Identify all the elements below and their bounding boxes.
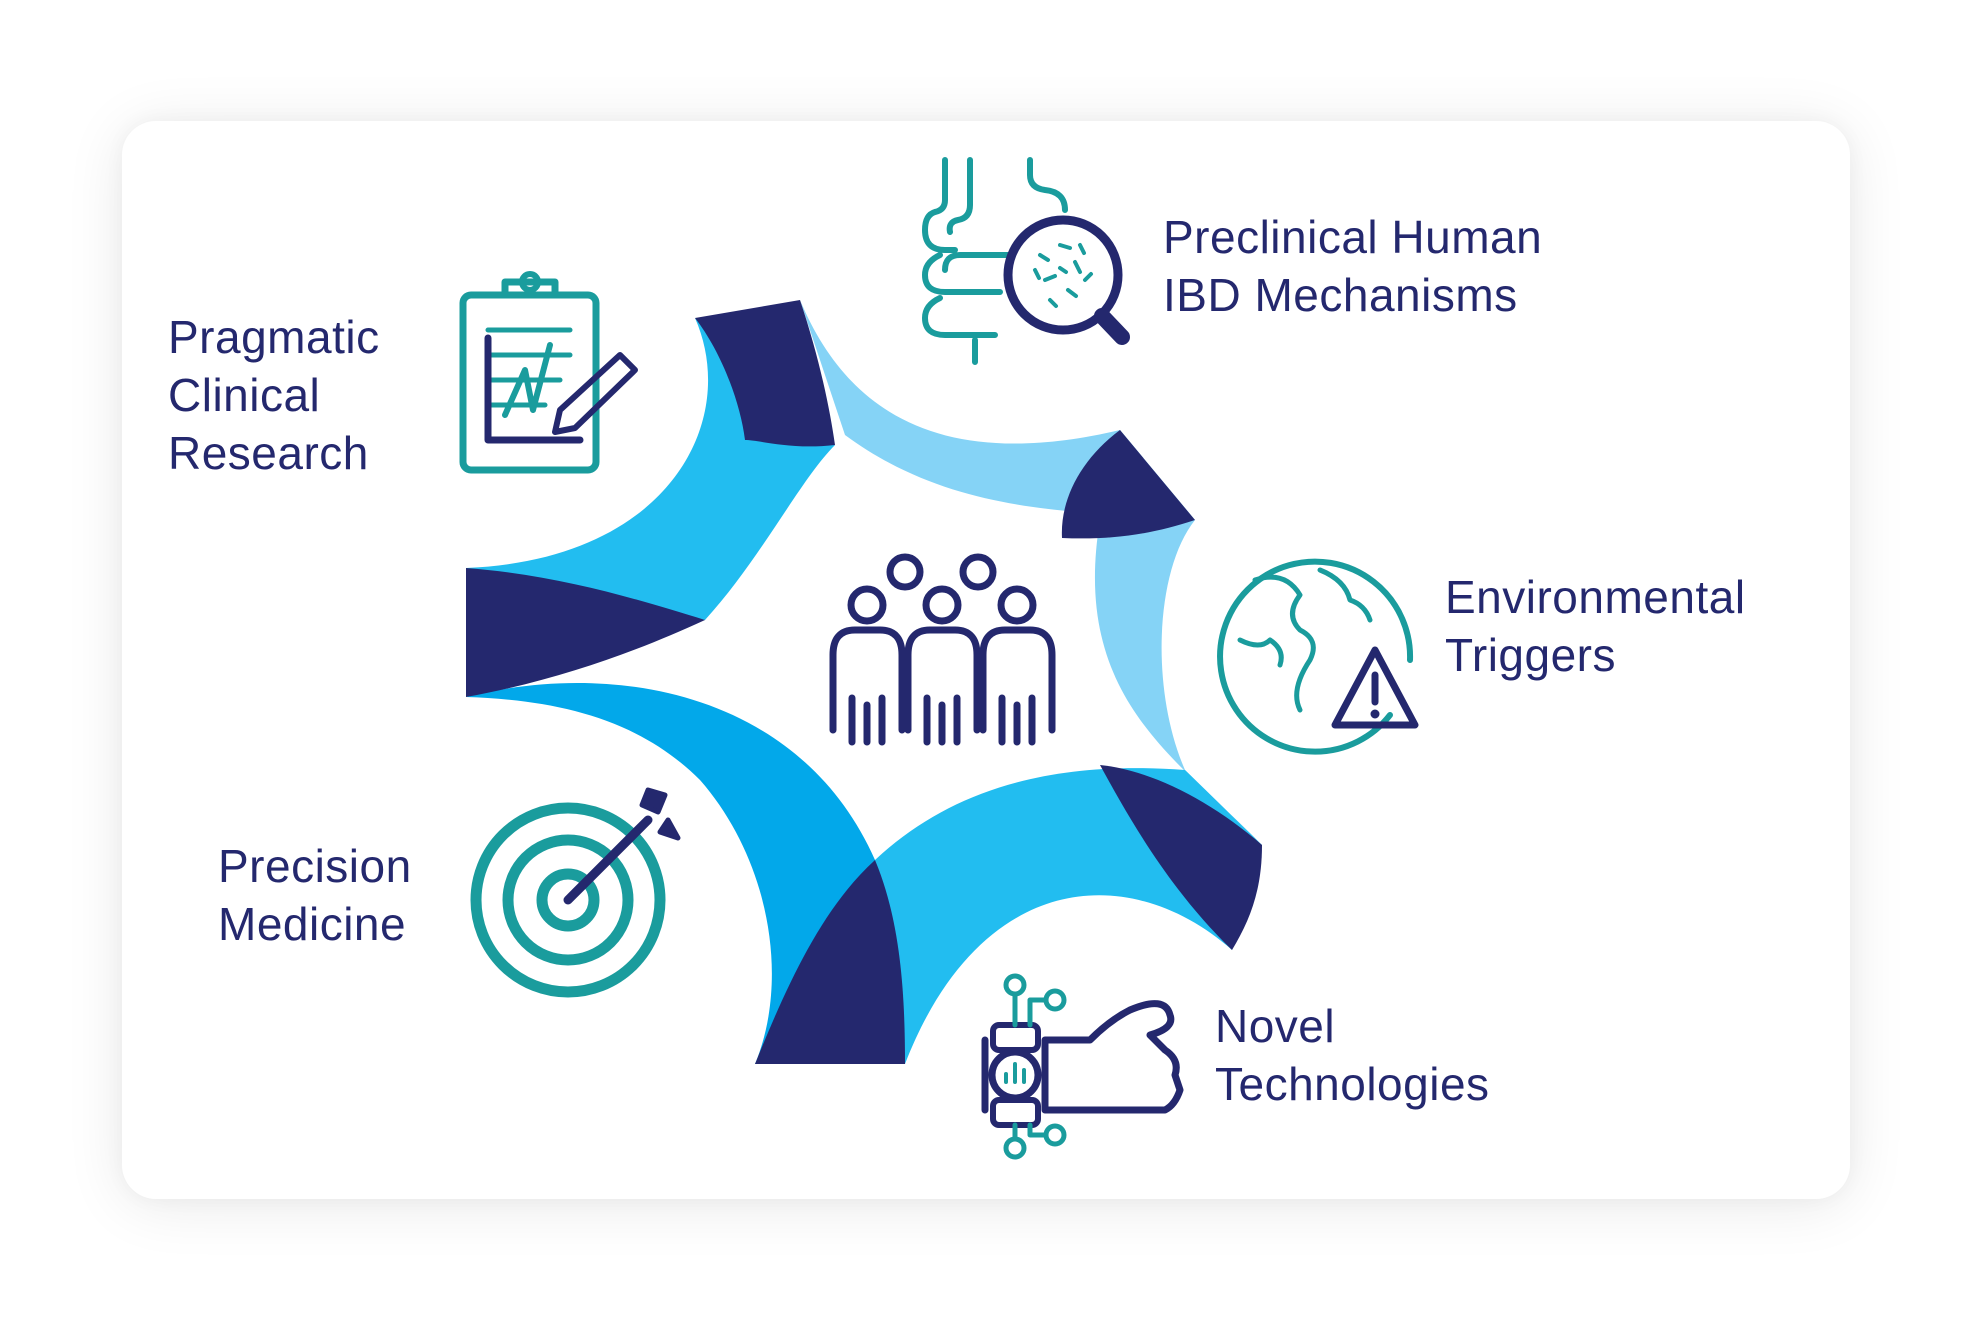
ribbon-star bbox=[466, 300, 1262, 1064]
theme-label-novel-technologies: Novel Technologies bbox=[1215, 997, 1490, 1113]
theme-label-line: Precision bbox=[218, 840, 412, 892]
theme-label-line: Triggers bbox=[1445, 629, 1616, 681]
theme-label-line: Environmental bbox=[1445, 571, 1746, 623]
people-group-icon bbox=[829, 553, 1056, 746]
wrist-wearable-icon bbox=[981, 973, 1184, 1160]
ribbon-cap-bottom-left bbox=[755, 860, 905, 1064]
theme-label-line: Preclinical Human bbox=[1163, 211, 1543, 263]
theme-label-line: Novel bbox=[1215, 1000, 1336, 1052]
clipboard-chart-icon bbox=[459, 271, 638, 474]
theme-label-preclinical-human-ibd-mechanisms: Preclinical Human IBD Mechanisms bbox=[1163, 208, 1542, 324]
ribbon-cap-bottom-right bbox=[1100, 765, 1262, 950]
globe-warning-icon bbox=[1217, 558, 1419, 755]
theme-label-line: Medicine bbox=[218, 898, 407, 950]
ribbon-cap-top bbox=[695, 300, 835, 447]
target-arrow-icon bbox=[470, 787, 681, 998]
theme-label-line: Pragmatic bbox=[168, 311, 380, 363]
theme-label-line: IBD Mechanisms bbox=[1163, 269, 1518, 321]
theme-label-line: Clinical bbox=[168, 369, 321, 421]
theme-label-line: Research bbox=[168, 427, 369, 479]
intestine-magnifier-icon bbox=[922, 157, 1130, 365]
theme-label-line: Technologies bbox=[1215, 1058, 1490, 1110]
theme-label-pragmatic-clinical-research: Pragmatic Clinical Research bbox=[168, 308, 380, 482]
theme-label-precision-medicine: Precision Medicine bbox=[218, 837, 412, 953]
ribbon-cap-right bbox=[1061, 430, 1195, 539]
ribbon-cap-left bbox=[466, 568, 705, 697]
theme-label-environmental-triggers: Environmental Triggers bbox=[1445, 568, 1746, 684]
